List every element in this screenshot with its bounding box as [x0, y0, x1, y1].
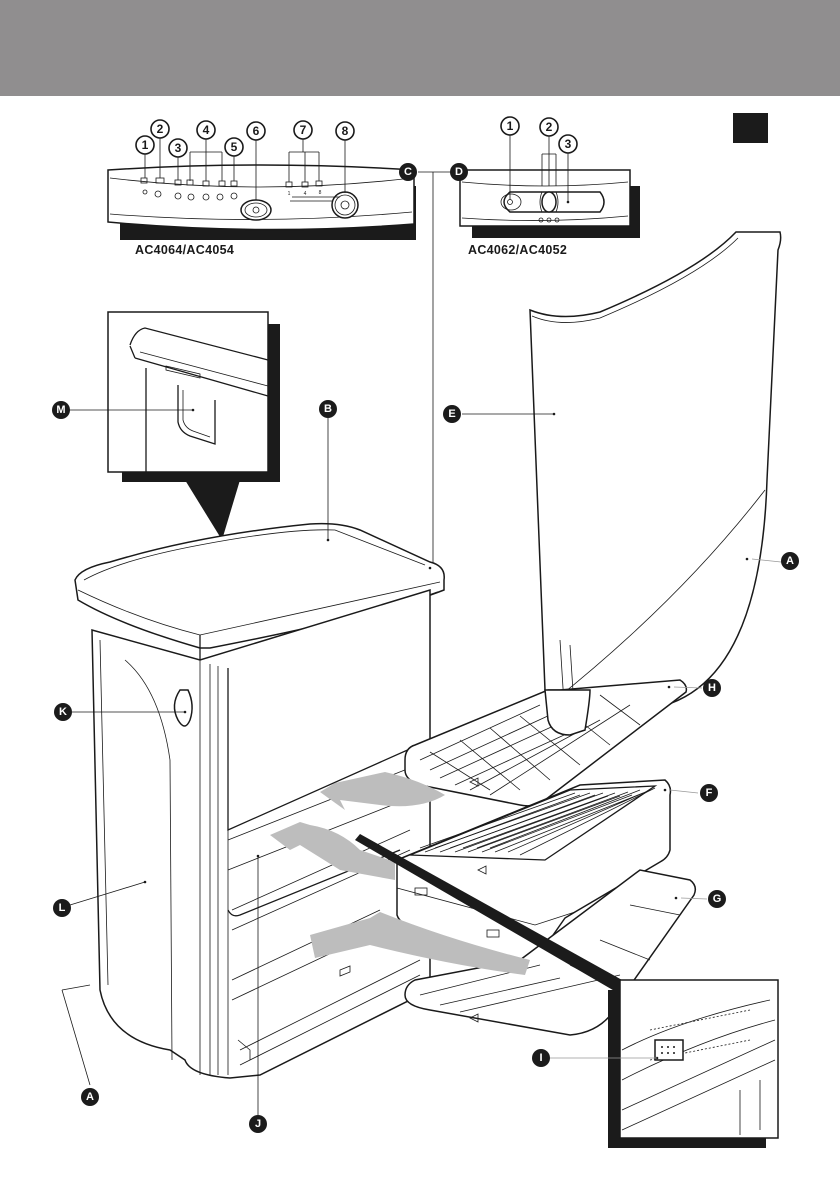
- panel-c-number-1: 1: [136, 136, 154, 154]
- callout-i: I: [532, 1049, 550, 1067]
- svg-text:G: G: [713, 893, 722, 905]
- callout-d: D: [450, 163, 468, 181]
- panel-c-number-3: 3: [169, 139, 187, 157]
- svg-text:L: L: [59, 902, 66, 914]
- svg-text:J: J: [255, 1118, 261, 1130]
- svg-text:5: 5: [231, 140, 238, 154]
- callout-g: G: [708, 890, 726, 908]
- callout-line-c-d: [418, 172, 455, 568]
- svg-text:K: K: [59, 706, 67, 718]
- callout-b: B: [319, 400, 337, 418]
- front-cover: [462, 232, 781, 722]
- panel-c-number-7: 7: [294, 121, 312, 139]
- panel-c-number-8: 8: [336, 122, 354, 140]
- callout-f: F: [700, 784, 718, 802]
- svg-text:3: 3: [565, 137, 572, 151]
- svg-text:3: 3: [175, 141, 182, 155]
- panel-d-number-1: 1: [501, 117, 519, 135]
- svg-text:A: A: [786, 555, 794, 567]
- svg-text:6: 6: [253, 124, 260, 138]
- timer-mark-8: 8: [319, 190, 322, 196]
- callout-h: H: [703, 679, 721, 697]
- svg-text:D: D: [455, 166, 463, 178]
- svg-text:8: 8: [342, 124, 349, 138]
- fan-speed-slider[interactable]: [542, 192, 556, 212]
- callout-l: L: [53, 899, 71, 917]
- panel-c-number-6: 6: [247, 122, 265, 140]
- svg-text:1: 1: [507, 119, 514, 133]
- callout-c: C: [399, 163, 417, 181]
- callout-m: M: [52, 401, 70, 419]
- svg-text:C: C: [404, 166, 412, 178]
- timer-mark-1: 1: [288, 191, 291, 197]
- panel-c-number-5: 5: [225, 138, 243, 156]
- svg-text:M: M: [56, 404, 65, 416]
- front-cover-panel: [530, 232, 781, 721]
- svg-text:4: 4: [203, 123, 210, 137]
- control-panel-c: 1 4 8 1 2 3 4 5 6 7 8: [108, 120, 416, 240]
- inset-m: [69, 312, 280, 540]
- svg-text:7: 7: [300, 123, 307, 137]
- timer-button[interactable]: [332, 192, 358, 218]
- svg-text:2: 2: [546, 120, 553, 134]
- callout-j: J: [249, 1115, 267, 1133]
- callout-e: E: [443, 405, 461, 423]
- svg-text:E: E: [448, 408, 455, 420]
- svg-text:1: 1: [142, 138, 149, 152]
- inset-m-pointer: [185, 480, 240, 540]
- callout-k: K: [54, 703, 72, 721]
- callout-a-left: A: [81, 1088, 99, 1106]
- svg-text:H: H: [708, 682, 716, 694]
- housing: [92, 590, 430, 1078]
- panel-c-number-2: 2: [151, 120, 169, 138]
- panel-d-number-2: 2: [540, 118, 558, 136]
- svg-text:A: A: [86, 1091, 94, 1103]
- svg-text:2: 2: [157, 122, 164, 136]
- callout-a-right: A: [781, 552, 799, 570]
- ionizer-module: [655, 1040, 683, 1060]
- svg-text:I: I: [539, 1052, 542, 1064]
- leader-a-left: [62, 985, 90, 1085]
- control-panel-d: 1 2 3: [460, 117, 640, 238]
- svg-text:F: F: [706, 787, 713, 799]
- panel-c-number-4: 4: [197, 121, 215, 139]
- svg-text:B: B: [324, 403, 332, 415]
- panel-d-number-3: 3: [559, 135, 577, 153]
- timer-mark-4: 4: [304, 191, 307, 197]
